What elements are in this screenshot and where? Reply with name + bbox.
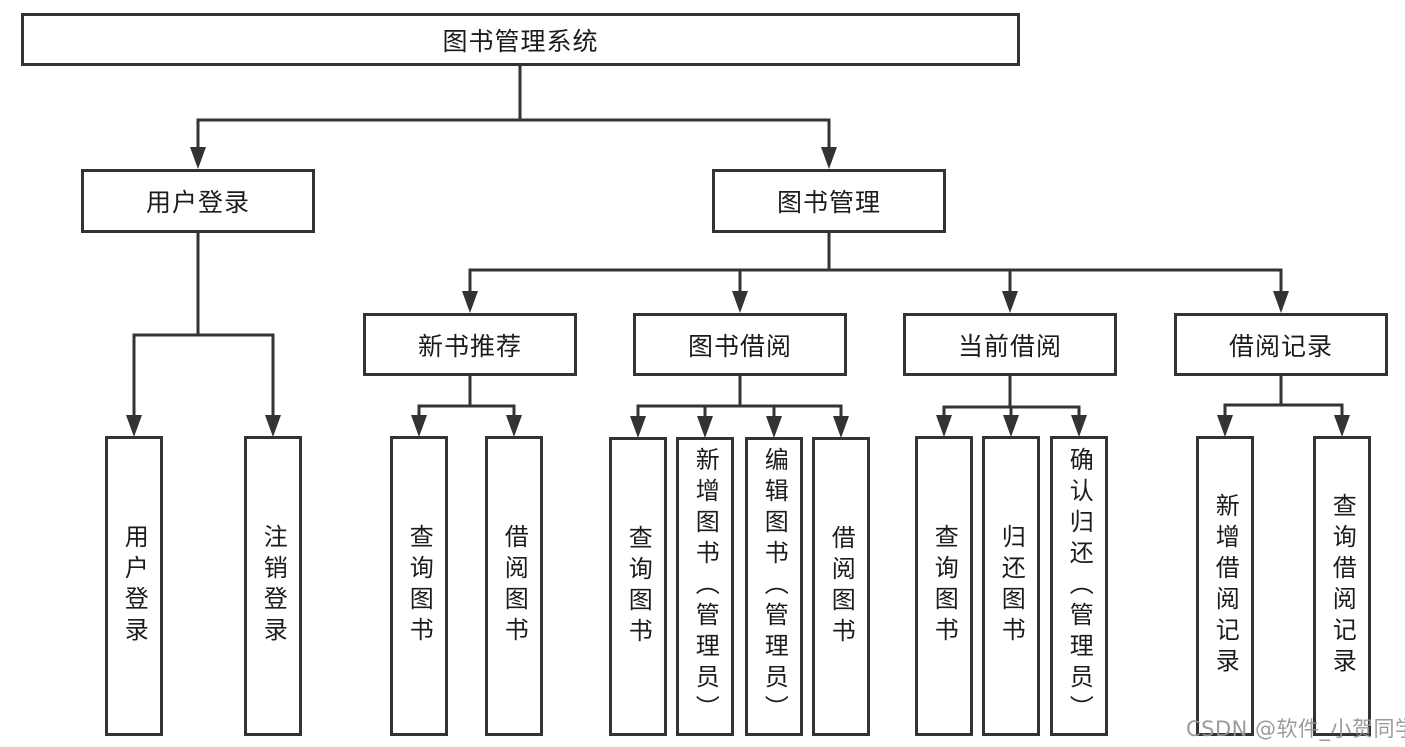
leaf-user-login: 用户登录 <box>105 436 163 736</box>
node-label: 图书借阅 <box>687 331 792 361</box>
arrowheads <box>126 147 1350 438</box>
node-label: 查询借阅记录 <box>1328 493 1357 679</box>
node-label: 归还图书 <box>997 524 1026 648</box>
node-label: 借阅图书 <box>500 524 529 648</box>
leaf-query-borrow-record: 查询借阅记录 <box>1313 436 1371 736</box>
node-label: 借阅图书 <box>827 524 856 649</box>
leaf-borrow-books-borrowing: 借阅图书 <box>812 437 870 736</box>
node-label: 借阅记录 <box>1228 331 1333 361</box>
node-label: 查询图书 <box>405 524 434 648</box>
leaf-logout: 注销登录 <box>244 436 302 736</box>
leaf-query-books-recommend: 查询图书 <box>390 436 448 736</box>
node-label: 查询图书 <box>624 524 653 649</box>
node-label: 查询图书 <box>930 524 959 648</box>
node-label: 编辑图书（管理员） <box>760 447 789 726</box>
node-user-login: 用户登录 <box>81 169 315 233</box>
node-label: 新书推荐 <box>417 331 522 361</box>
node-current-borrowing: 当前借阅 <box>903 313 1117 376</box>
leaf-add-books-admin: 新增图书（管理员） <box>676 437 734 736</box>
leaf-add-borrow-record: 新增借阅记录 <box>1196 436 1254 736</box>
leaf-confirm-return-admin: 确认归还（管理员） <box>1050 436 1108 736</box>
node-new-book-recommend: 新书推荐 <box>363 313 577 376</box>
leaf-query-books-borrowing: 查询图书 <box>609 437 667 736</box>
node-label: 新增借阅记录 <box>1211 493 1240 679</box>
node-label: 图书管理系统 <box>442 26 599 56</box>
node-label: 确认归还（管理员） <box>1065 446 1094 726</box>
leaf-edit-books-admin: 编辑图书（管理员） <box>745 437 803 736</box>
node-book-borrowing: 图书借阅 <box>633 313 847 376</box>
node-library-management-system: 图书管理系统 <box>21 13 1020 66</box>
node-label: 新增图书（管理员） <box>691 447 720 726</box>
leaf-query-books-current: 查询图书 <box>915 436 973 736</box>
leaf-borrow-books-recommend: 借阅图书 <box>485 436 543 736</box>
node-book-management: 图书管理 <box>712 169 946 233</box>
node-borrowing-records: 借阅记录 <box>1174 313 1388 376</box>
leaf-return-books: 归还图书 <box>982 436 1040 736</box>
node-label: 当前借阅 <box>957 331 1062 361</box>
node-label: 图书管理 <box>776 188 881 217</box>
csdn-watermark: CSDN @软件_小贺同学 <box>1186 717 1405 741</box>
node-label: 注销登录 <box>259 524 288 648</box>
node-label: 用户登录 <box>120 524 149 648</box>
node-label: 用户登录 <box>145 188 250 217</box>
